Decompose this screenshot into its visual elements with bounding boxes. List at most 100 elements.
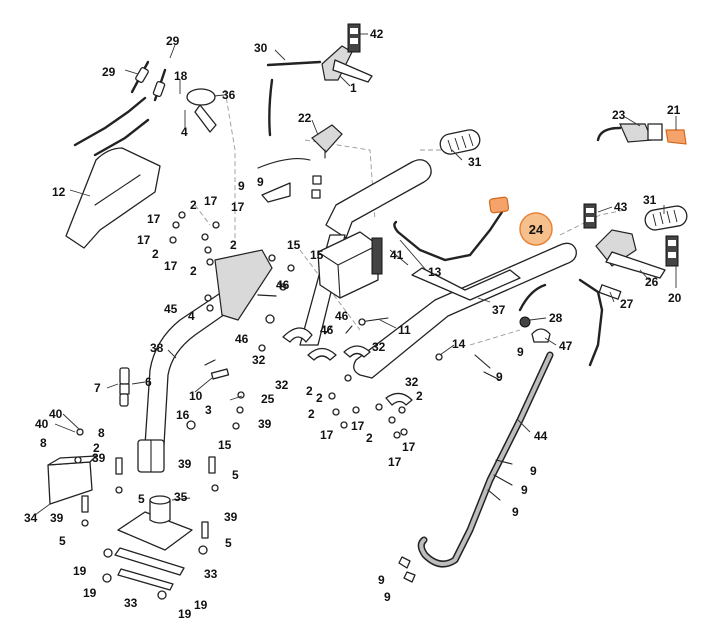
mount-bracket: [186, 88, 217, 133]
label-39: 39: [50, 511, 64, 525]
label-9: 9: [530, 464, 537, 478]
label-9: 9: [521, 483, 528, 497]
label-11: 11: [398, 323, 411, 337]
label-7: 7: [94, 381, 101, 395]
callout-24-label: 24: [529, 222, 544, 237]
label-1: 1: [350, 81, 357, 95]
label-39: 39: [224, 510, 238, 524]
label-28: 28: [549, 311, 563, 325]
label-17: 17: [231, 200, 245, 214]
label-32: 32: [275, 378, 289, 392]
label-2: 2: [190, 264, 197, 278]
label-17: 17: [137, 233, 151, 247]
label-45: 45: [164, 302, 178, 316]
label-17: 17: [402, 440, 416, 454]
grip-upper: [439, 129, 481, 155]
label-33: 33: [124, 596, 138, 610]
clamps: [282, 327, 413, 406]
right-control: [596, 123, 687, 145]
label-2: 2: [152, 247, 159, 261]
label-2: 2: [366, 431, 373, 445]
label-17: 17: [204, 194, 218, 208]
label-41: 41: [390, 248, 404, 262]
label-2: 2: [316, 391, 323, 405]
label-2: 2: [190, 198, 197, 212]
label-10: 10: [189, 389, 203, 403]
label-6: 6: [145, 375, 152, 389]
assembly-guides: [194, 89, 626, 346]
label-39: 39: [92, 451, 106, 465]
label-9: 9: [496, 370, 503, 384]
label-32: 32: [252, 353, 266, 367]
label-9: 9: [238, 179, 245, 193]
label-2: 2: [93, 441, 100, 455]
label-2: 2: [308, 407, 315, 421]
label-2: 2: [306, 384, 313, 398]
label-4: 4: [188, 309, 195, 323]
label-40: 40: [35, 417, 49, 431]
label-19: 19: [73, 564, 87, 578]
label-4: 4: [181, 125, 188, 139]
label-46: 46: [335, 309, 349, 323]
label-19: 19: [194, 598, 208, 612]
label-34: 34: [24, 511, 38, 525]
cables-left: [73, 60, 167, 157]
highlighted-part-24: [488, 196, 510, 214]
label-9: 9: [378, 573, 385, 587]
drive-cable-44: [417, 351, 554, 568]
label-36: 36: [222, 88, 236, 102]
label-14: 14: [452, 337, 466, 351]
label-29: 29: [102, 65, 116, 79]
part-labels: 29 29 18 36 4 30 42 1 22 31 12 9 9 17 17…: [24, 27, 682, 621]
label-15: 15: [310, 248, 324, 262]
label-32: 32: [405, 375, 419, 389]
label-31: 31: [643, 193, 657, 207]
label-32: 32: [372, 340, 386, 354]
label-17: 17: [320, 428, 334, 442]
label-26: 26: [645, 275, 659, 289]
grip-lower: [644, 205, 688, 231]
label-43: 43: [614, 200, 628, 214]
label-29: 29: [166, 34, 180, 48]
switch-box: [317, 210, 504, 299]
pin-11: [358, 317, 389, 326]
label-42: 42: [370, 27, 384, 41]
label-35: 35: [174, 490, 188, 504]
label-25: 25: [261, 392, 275, 406]
cover-panel: [65, 147, 161, 249]
label-37: 37: [492, 303, 506, 317]
knob-47: [531, 328, 551, 343]
label-47: 47: [559, 339, 573, 353]
label-30: 30: [254, 41, 268, 55]
label-23: 23: [612, 108, 626, 122]
hardware: [74, 211, 513, 600]
label-44: 44: [534, 429, 548, 443]
upper-lever: [257, 45, 373, 169]
label-46: 46: [276, 278, 290, 292]
clip-9: [261, 182, 291, 203]
base-plate: [114, 495, 193, 591]
label-17: 17: [164, 259, 178, 273]
label-31: 31: [468, 155, 482, 169]
label-17: 17: [351, 419, 365, 433]
label-2: 2: [230, 238, 237, 252]
label-5: 5: [225, 536, 232, 550]
label-33: 33: [204, 567, 218, 581]
label-39: 39: [178, 457, 192, 471]
label-5: 5: [138, 492, 145, 506]
label-40: 40: [49, 407, 63, 421]
label-5: 5: [59, 534, 66, 548]
label-3: 3: [205, 403, 212, 417]
label-9: 9: [517, 345, 524, 359]
label-9: 9: [384, 590, 391, 604]
label-39: 39: [258, 417, 272, 431]
label-21: 21: [667, 103, 681, 117]
decals: [347, 23, 679, 267]
label-16: 16: [176, 408, 190, 422]
label-18: 18: [174, 69, 188, 83]
label-38: 38: [150, 341, 164, 355]
label-8: 8: [98, 426, 105, 440]
label-46: 46: [320, 323, 334, 337]
label-12: 12: [52, 185, 66, 199]
